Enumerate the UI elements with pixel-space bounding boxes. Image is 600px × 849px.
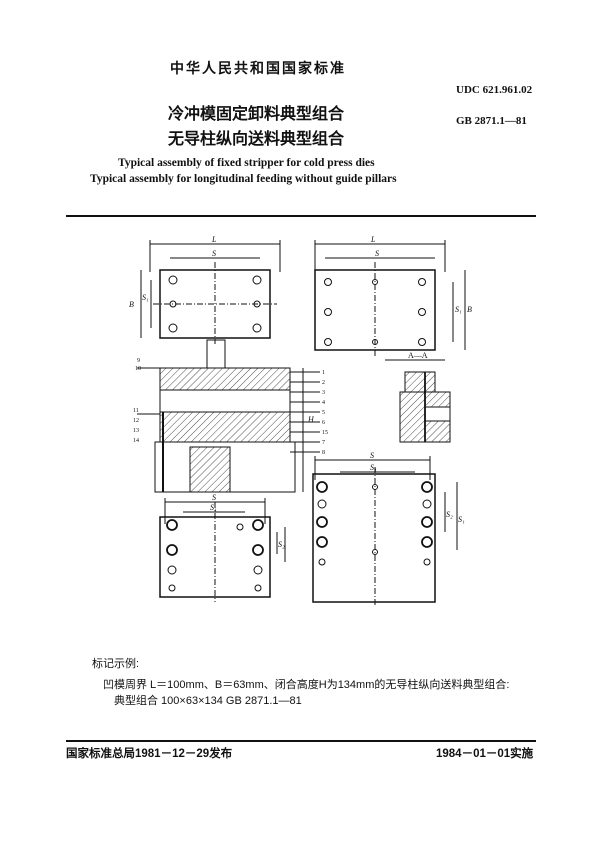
dim-l-right: L bbox=[370, 235, 376, 244]
dim-s1b-bottom-right: S₁ bbox=[458, 515, 465, 524]
part-5: 5 bbox=[322, 410, 325, 416]
plan-view-right bbox=[314, 240, 466, 357]
marking-heading: 标记示例: bbox=[92, 658, 140, 670]
dim-l-left: L bbox=[211, 235, 217, 244]
plan-view-bottom-left bbox=[159, 498, 286, 602]
dim-s1-bottom-right: S₁ bbox=[370, 463, 377, 472]
front-section bbox=[137, 339, 320, 493]
dim-s-bottom-left: S bbox=[212, 493, 216, 502]
implement-date: 1984－01－01实施 bbox=[436, 748, 534, 760]
part-8: 8 bbox=[322, 450, 325, 456]
title-en-line1: Typical assembly of fixed stripper for c… bbox=[118, 157, 375, 169]
part-9: 9 bbox=[137, 358, 140, 364]
dim-s-right: S bbox=[375, 249, 379, 258]
top-rule bbox=[66, 215, 536, 217]
plan-view-left bbox=[140, 240, 281, 344]
technical-drawing: L S B S₁ L S S₁ B H S S₁ S₂ S S₁ S₂ S₁ A… bbox=[129, 235, 472, 607]
part-13: 13 bbox=[133, 428, 139, 434]
part-15: 15 bbox=[322, 430, 328, 436]
part-11: 11 bbox=[133, 408, 139, 414]
part-4: 4 bbox=[322, 400, 325, 406]
part-1: 1 bbox=[322, 370, 325, 376]
publish-date: 国家标准总局1981－12－29发布 bbox=[66, 748, 233, 760]
part-2: 2 bbox=[322, 380, 325, 386]
marking-line1: 凹模周界 L＝100mm、B＝63mm、闭合高度H为134mm的无导柱纵向送料典… bbox=[103, 679, 510, 691]
dim-s2-bottom-left: S₂ bbox=[278, 540, 285, 549]
dim-s-left: S bbox=[212, 249, 216, 258]
dim-s1-right: S₁ bbox=[455, 305, 462, 314]
dim-s1-bottom-left: S₁ bbox=[210, 503, 217, 512]
part-12: 12 bbox=[133, 418, 139, 424]
gb-code: GB 2871.1—81 bbox=[456, 115, 527, 127]
part-6: 6 bbox=[322, 420, 325, 426]
title-cn-line2: 无导柱纵向送料典型组合 bbox=[168, 131, 345, 148]
part-10: 10 bbox=[135, 366, 141, 372]
dim-b-left: B bbox=[129, 300, 134, 309]
plan-view-bottom-right bbox=[312, 456, 458, 607]
dim-s-bottom-right: S bbox=[370, 451, 374, 460]
title-cn-line1: 冷冲模固定卸料典型组合 bbox=[168, 106, 345, 123]
part-7: 7 bbox=[322, 440, 325, 446]
dim-s1-left: S₁ bbox=[142, 293, 149, 302]
title-en-line2: Typical assembly for longitudinal feedin… bbox=[90, 173, 397, 185]
part-14: 14 bbox=[133, 438, 139, 444]
marking-line2: 典型组合 100×63×134 GB 2871.1—81 bbox=[114, 695, 302, 707]
dim-h: H bbox=[307, 415, 315, 424]
dim-s2-bottom-right: S₂ bbox=[446, 510, 453, 519]
dim-b-right: B bbox=[467, 305, 472, 314]
part-3: 3 bbox=[322, 390, 325, 396]
section-label: A—A bbox=[408, 351, 428, 360]
section-a-a bbox=[385, 359, 451, 443]
standard-name: 中华人民共和国国家标准 bbox=[170, 60, 346, 76]
bottom-rule bbox=[66, 740, 536, 742]
udc-code: UDC 621.961.02 bbox=[456, 84, 533, 96]
